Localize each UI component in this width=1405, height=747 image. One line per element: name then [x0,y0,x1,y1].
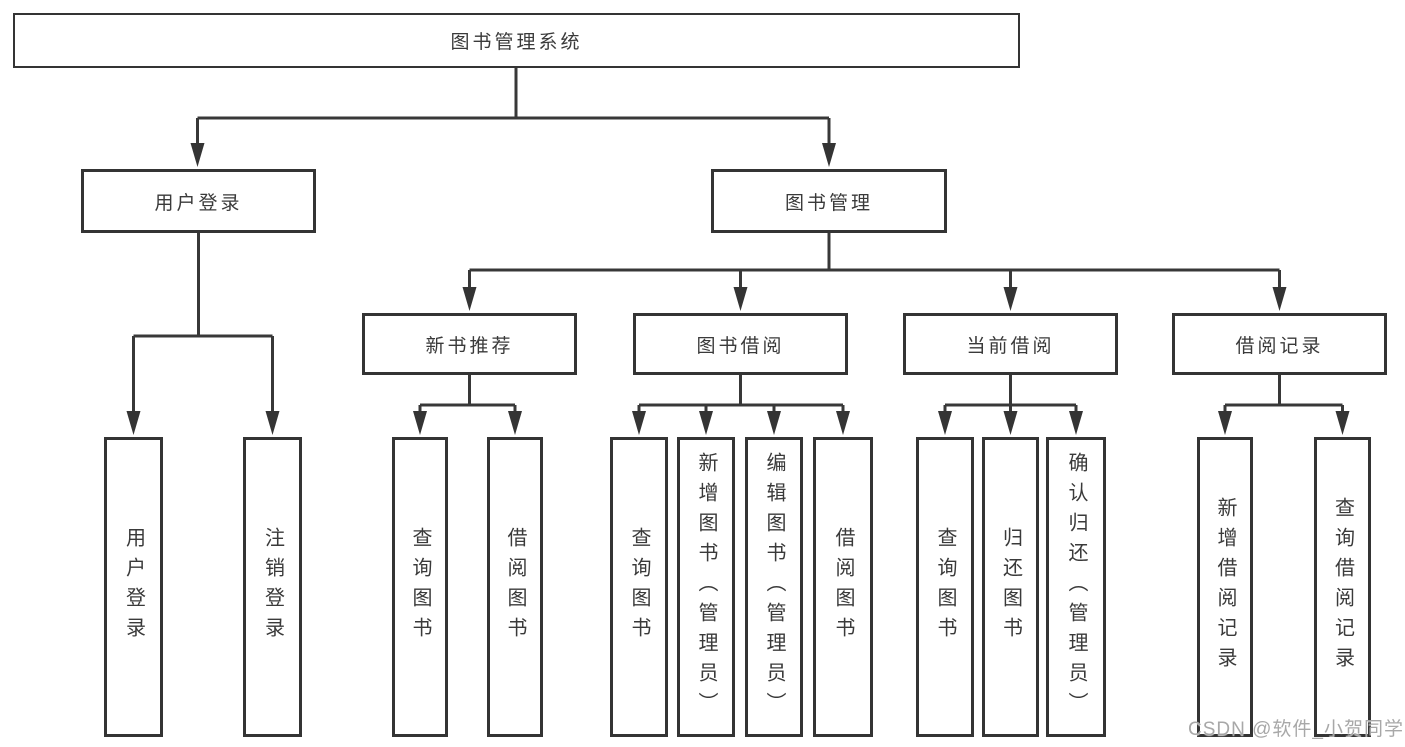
node-label: 注销登录 [261,527,284,647]
leaf-query-borrow-record: 查询借阅记录 [1314,437,1371,737]
leaf-query-books-recommend: 查询图书 [392,437,448,737]
arrow-icon [938,411,952,435]
node-label: 图书管理系统 [450,32,583,53]
node-label: 借阅图书 [504,527,526,647]
node-new-book-recommend: 新书推荐 [362,313,577,375]
node-label: 查询图书 [628,527,650,647]
node-label: 图书管理 [784,192,873,214]
node-label: 用户登录 [154,192,243,214]
node-borrow-records: 借阅记录 [1172,313,1387,375]
leaf-query-books-borrowing: 查询图书 [610,437,668,737]
node-label: 确认归还（管理员） [1065,452,1087,722]
node-label: 当前借阅 [966,335,1055,357]
edge-userlogin-children [132,233,274,415]
edge-borrowrec-children [1223,375,1344,415]
arrow-icon [1069,411,1083,435]
arrow-icon [632,411,646,435]
node-label: 归还图书 [999,527,1022,647]
arrow-icon [822,143,836,167]
arrow-icon [265,411,280,435]
node-label: 新增借阅记录 [1214,497,1236,677]
arrow-icon [462,287,477,311]
arrow-icon [1003,287,1018,311]
node-label: 查询借阅记录 [1331,497,1354,677]
node-label: 新增图书（管理员） [695,452,717,722]
node-label: 图书借阅 [696,335,785,357]
arrow-icon [836,411,850,435]
leaf-query-books-current: 查询图书 [916,437,974,737]
node-label: 新书推荐 [425,335,514,357]
leaf-confirm-return-admin: 确认归还（管理员） [1046,437,1106,737]
arrow-icon [1003,411,1018,435]
node-current-borrowing: 当前借阅 [903,313,1118,375]
csdn-watermark: CSDN @软件_小贺同学 [1188,719,1404,740]
edge-newbook-children [418,375,517,415]
edge-root-children [196,68,831,147]
arrow-icon [190,143,205,167]
arrow-icon [126,411,141,435]
leaf-user-login: 用户登录 [104,437,163,737]
node-label: 借阅记录 [1235,335,1324,357]
leaf-borrow-books-recommend: 借阅图书 [487,437,543,737]
edge-bookmgmt-children [468,233,1281,291]
arrow-icon [767,411,781,435]
arrow-icon [1218,411,1232,435]
arrow-icon [413,411,427,435]
edge-bookborrow-children [637,375,845,415]
node-label: 编辑图书（管理员） [763,452,785,722]
arrowheads [126,143,1350,435]
leaf-borrow-books-borrowing: 借阅图书 [813,437,873,737]
node-label: 用户登录 [122,527,145,647]
edge-curborrow-children [943,375,1078,415]
node-book-management: 图书管理 [711,169,947,233]
arrow-icon [508,411,522,435]
arrow-icon [1272,287,1287,311]
arrow-icon [1335,411,1350,435]
node-label: 查询图书 [409,527,431,647]
leaf-add-borrow-record: 新增借阅记录 [1197,437,1253,737]
leaf-logout: 注销登录 [243,437,302,737]
arrow-icon [699,411,713,435]
node-label: 借阅图书 [832,527,854,647]
node-label: 查询图书 [934,527,956,647]
arrow-icon [733,287,748,311]
leaf-return-books: 归还图书 [982,437,1039,737]
node-book-borrowing: 图书借阅 [633,313,848,375]
node-user-login: 用户登录 [81,169,316,233]
leaf-edit-books-admin: 编辑图书（管理员） [745,437,803,737]
leaf-add-books-admin: 新增图书（管理员） [677,437,735,737]
node-library-system: 图书管理系统 [13,13,1020,68]
